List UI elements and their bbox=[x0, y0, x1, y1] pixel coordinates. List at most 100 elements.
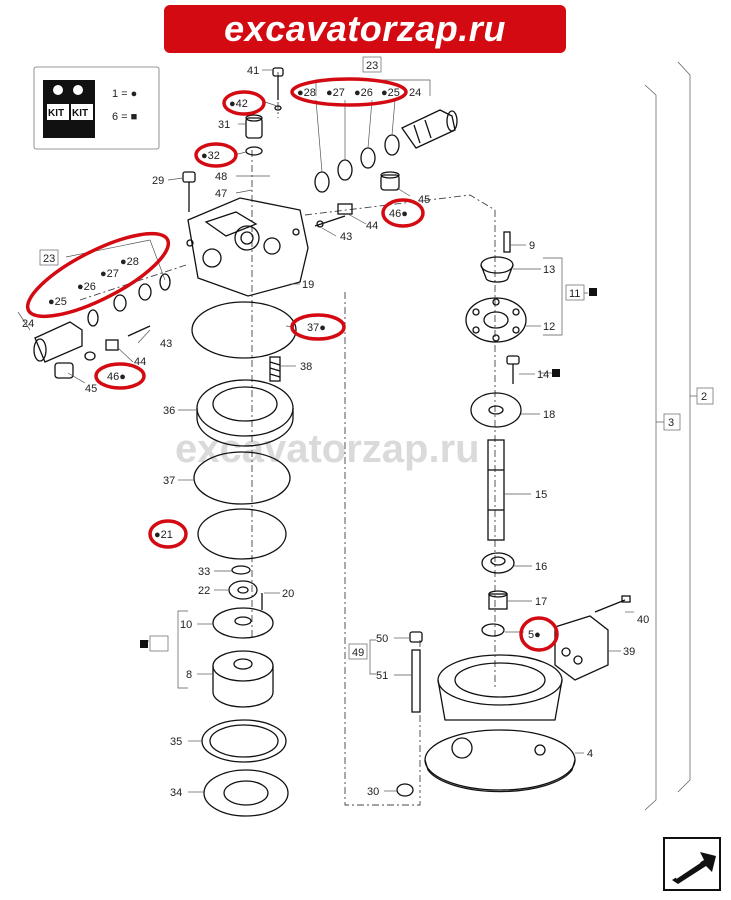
plug-41 bbox=[272, 67, 284, 100]
part-label-22: 22 bbox=[198, 585, 210, 597]
part-label-29: 29 bbox=[152, 175, 164, 187]
next-page-arrow-icon[interactable] bbox=[663, 837, 721, 891]
part-label-23-top: 23 bbox=[366, 60, 378, 72]
part-label-38: 38 bbox=[300, 361, 312, 373]
part-label-49: 49 bbox=[352, 647, 364, 659]
part-label-47: 47 bbox=[215, 188, 227, 200]
red-highlights bbox=[25, 77, 559, 652]
ring-35 bbox=[201, 719, 287, 763]
disc-34 bbox=[203, 769, 289, 817]
spring-38 bbox=[269, 356, 281, 382]
part-label-21: ●21 bbox=[154, 529, 173, 541]
part-label-10: 10 bbox=[180, 619, 192, 631]
part-label-26-top: ●26 bbox=[354, 87, 373, 99]
seal-37-lower bbox=[193, 451, 291, 505]
part-label-34: 34 bbox=[170, 787, 182, 799]
part-label-41: 41 bbox=[247, 65, 259, 77]
part-label-50: 50 bbox=[376, 633, 388, 645]
part-label-45-left: 45 bbox=[85, 383, 97, 395]
part-label-28-top: ●28 bbox=[297, 87, 316, 99]
part-label-33: 33 bbox=[198, 566, 210, 578]
bearing-16 bbox=[481, 552, 515, 574]
part-label-4: 4 bbox=[587, 748, 593, 760]
highlight-46-top bbox=[381, 198, 425, 228]
part-label-44-left: 44 bbox=[134, 356, 146, 368]
part-label-24-left: 24 bbox=[22, 318, 34, 330]
cup-13 bbox=[480, 256, 514, 283]
kit-square-markers bbox=[140, 288, 597, 648]
highlight-28-25-left bbox=[25, 231, 171, 319]
part-label-3: 3 bbox=[668, 417, 674, 429]
part-label-25-left: ●25 bbox=[48, 296, 67, 308]
highlight-37 bbox=[290, 313, 346, 341]
part-label-37-upper: 37● bbox=[307, 322, 326, 334]
bolt-40 bbox=[594, 595, 631, 613]
part-label-44-top: 44 bbox=[366, 220, 378, 232]
part-label-46-top: 46● bbox=[389, 208, 408, 220]
gear-22 bbox=[228, 580, 258, 600]
shaft-15 bbox=[487, 439, 505, 541]
highlight-5 bbox=[519, 616, 559, 652]
bolt-29 bbox=[182, 171, 196, 212]
part-label-8: 8 bbox=[186, 669, 192, 681]
part-label-40: 40 bbox=[637, 614, 649, 626]
highlight-42 bbox=[222, 90, 266, 116]
plug-45-lower bbox=[54, 325, 151, 379]
seal-21 bbox=[197, 508, 287, 560]
part-label-32: ●32 bbox=[201, 150, 220, 162]
watermark-text: excavatorzap.ru bbox=[175, 427, 480, 471]
part-label-13: 13 bbox=[543, 264, 555, 276]
plate-18 bbox=[470, 392, 522, 428]
part-label-25-top: ●25 bbox=[381, 87, 400, 99]
part-label-30: 30 bbox=[367, 786, 379, 798]
part-label-2: 2 bbox=[701, 391, 707, 403]
part-label-27-left: ●27 bbox=[100, 268, 119, 280]
highlight-32 bbox=[194, 142, 238, 168]
kit-legend: KIT KIT 1 = ● 6 = ■ bbox=[33, 66, 160, 150]
plate-10 bbox=[212, 607, 274, 639]
part-label-28-left: ●28 bbox=[120, 256, 139, 268]
part-label-12: 12 bbox=[543, 321, 555, 333]
part-label-24-top: 24 bbox=[409, 87, 421, 99]
highlight-46-left bbox=[94, 362, 146, 390]
part-label-5: 5● bbox=[528, 629, 541, 641]
seal-37-upper bbox=[191, 301, 297, 359]
ring-5 bbox=[481, 623, 505, 637]
part-label-14: 14 bbox=[537, 369, 549, 381]
carrier-8 bbox=[212, 650, 274, 708]
part-label-17: 17 bbox=[535, 596, 547, 608]
part-label-37-lower: 37 bbox=[163, 475, 175, 487]
valve-43-upper bbox=[314, 203, 353, 228]
spool-24-lower bbox=[33, 273, 171, 363]
part-label-46-left: 46● bbox=[107, 371, 126, 383]
highlight-21 bbox=[148, 519, 188, 549]
part-label-9: 9 bbox=[529, 240, 535, 252]
spacer-17 bbox=[488, 590, 508, 610]
plug-31 bbox=[245, 114, 263, 139]
part-label-42: ●42 bbox=[229, 98, 248, 110]
o-rings-upper bbox=[245, 105, 400, 193]
part-label-51: 51 bbox=[376, 670, 388, 682]
bearing-36 bbox=[196, 379, 294, 447]
part-label-39: 39 bbox=[623, 646, 635, 658]
part-label-11: 11 bbox=[569, 288, 580, 300]
plate-12 bbox=[465, 297, 527, 343]
kit-legend-line2: 6 = ■ bbox=[112, 111, 137, 123]
part-label-31: 31 bbox=[218, 119, 230, 131]
part-label-45-top: 45 bbox=[418, 194, 430, 206]
part-label-26-left: ●26 bbox=[77, 281, 96, 293]
part-label-23-left: 23 bbox=[43, 253, 55, 265]
motor-housing-4 bbox=[424, 654, 576, 793]
assembly-brackets bbox=[644, 61, 714, 811]
kit-label-right: KIT bbox=[72, 108, 88, 119]
gauge-51 bbox=[411, 649, 421, 713]
part-label-43-left: 43 bbox=[160, 338, 172, 350]
part-label-20: 20 bbox=[282, 588, 294, 600]
kit-legend-line1: 1 = ● bbox=[112, 88, 137, 100]
brand-banner: excavatorzap.ru bbox=[164, 5, 566, 53]
plug-45-upper bbox=[380, 171, 400, 191]
plug-50 bbox=[409, 631, 423, 643]
highlight-28-25-top bbox=[290, 77, 408, 107]
part-labels: 41 ●42 31 ●32 29 48 47 23 ●28 ●27 ●26 ●2… bbox=[22, 60, 707, 799]
